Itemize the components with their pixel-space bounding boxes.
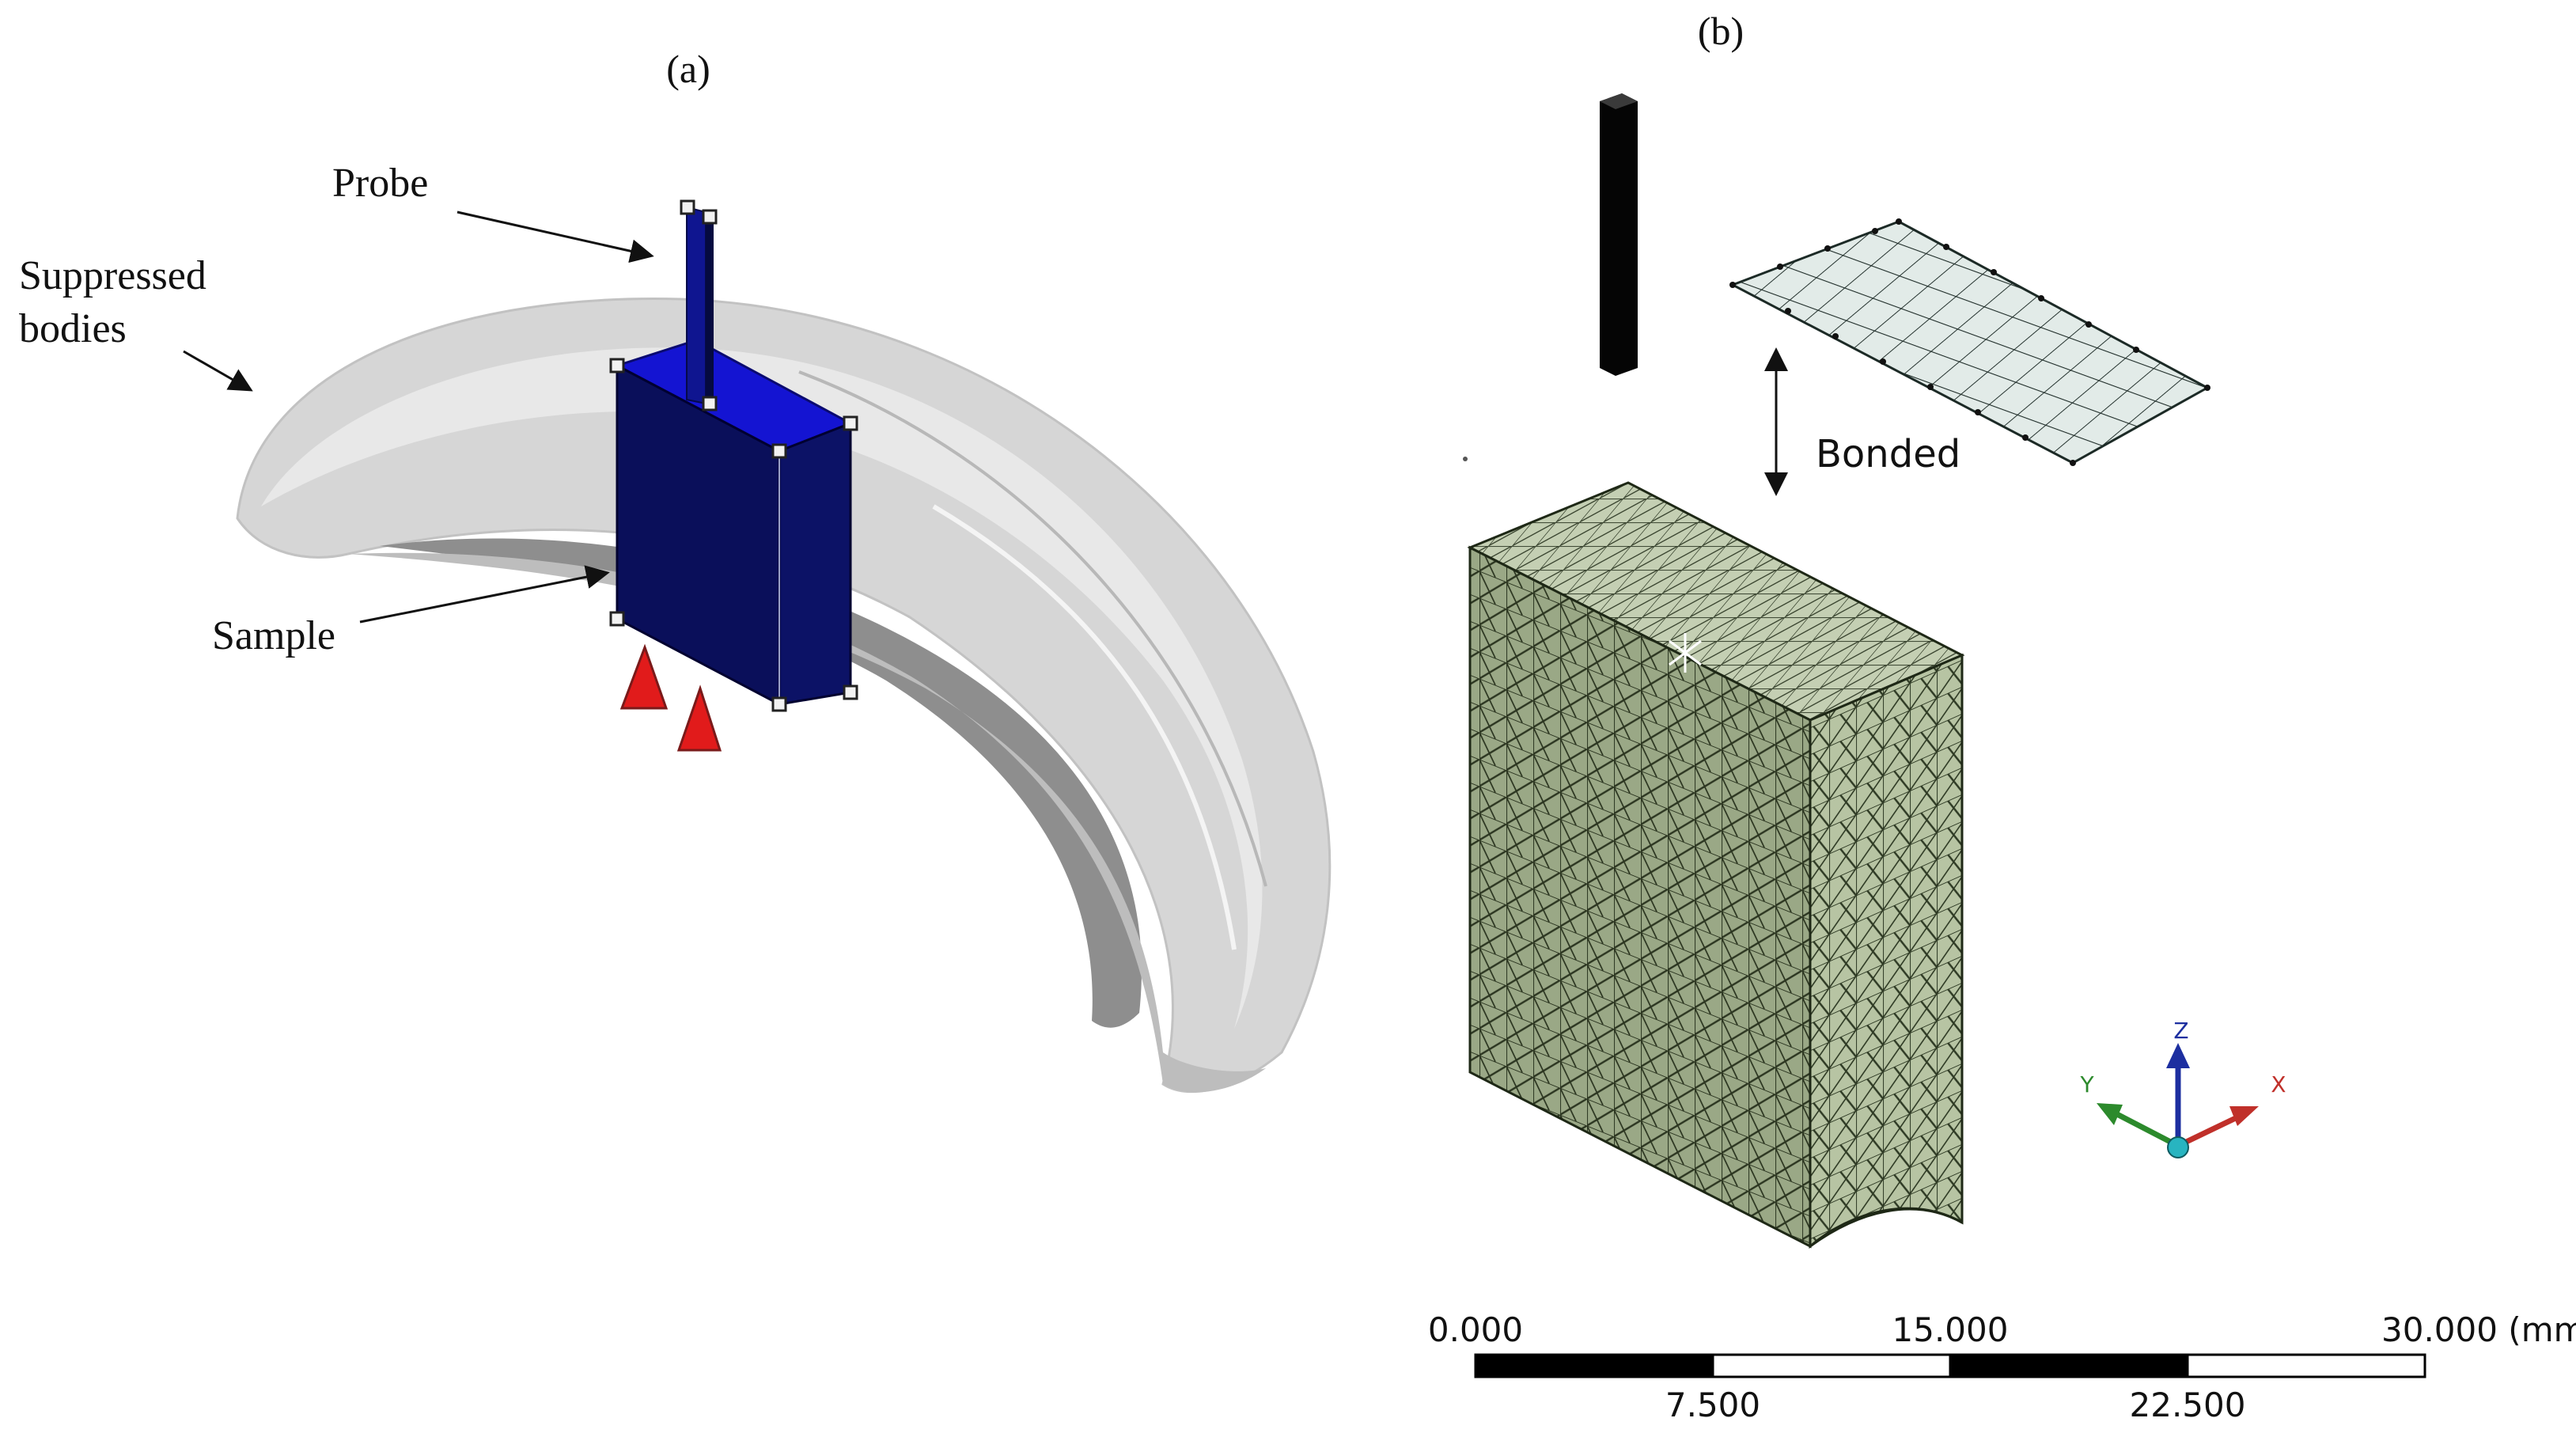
sample-side-face — [778, 421, 852, 706]
support-markers — [619, 643, 722, 752]
scale-label-0: 0.000 — [1428, 1310, 1523, 1349]
sample-label: Sample — [212, 613, 335, 658]
probe-arrow — [456, 210, 654, 264]
scale-label-7-5: 7.500 — [1665, 1386, 1760, 1424]
scale-label-15: 15.000 — [1892, 1310, 2009, 1349]
probe — [686, 206, 714, 405]
probe-shaft — [686, 206, 707, 405]
axis-triad: Z X Y — [2079, 1018, 2286, 1158]
suppressed-shell-highlight — [261, 347, 1263, 1029]
suppressed-bodies — [236, 298, 1332, 1094]
scale-label-30: 30.000 (mm) — [2381, 1310, 2576, 1349]
suppressed-label-line1: Suppressed — [19, 253, 206, 298]
panel-b-label: (b) — [1698, 9, 1744, 53]
support-marker-icon — [619, 643, 669, 710]
suppressed-rim-line-2 — [932, 504, 1237, 950]
meshed-sample — [1467, 481, 1965, 1249]
suppressed-arrow — [183, 350, 253, 392]
panel-a: (a) — [19, 47, 1332, 1094]
scale-bar: 0.000 15.000 30.000 (mm) 7.500 22.500 — [1428, 1310, 2576, 1424]
meshed-sample-side — [1809, 653, 1964, 1249]
suppressed-label-line2: bodies — [19, 306, 127, 351]
sample-block — [614, 339, 854, 707]
axis-x-label: X — [2271, 1071, 2286, 1098]
support-marker-icon — [676, 684, 722, 752]
axis-z-label: Z — [2173, 1018, 2188, 1044]
probe-bar-b — [1600, 93, 1638, 376]
bonded-sheet-surface — [1729, 220, 2210, 464]
probe-label: Probe — [332, 161, 428, 206]
scale-label-22-5: 22.500 — [2130, 1386, 2246, 1424]
panel-a-label: (a) — [666, 47, 710, 91]
sample-arrow — [359, 565, 610, 624]
axis-origin — [2167, 1136, 2189, 1158]
bonded-label: Bonded — [1816, 432, 1960, 476]
bonded-sheet — [1729, 218, 2210, 466]
origin-marker-icon — [1669, 633, 1702, 673]
panel-b: (b) Bonded — [1428, 9, 2576, 1424]
selection-handles — [609, 199, 858, 712]
axis-y-label: Y — [2079, 1071, 2094, 1098]
suppressed-rim-line — [798, 370, 1267, 887]
